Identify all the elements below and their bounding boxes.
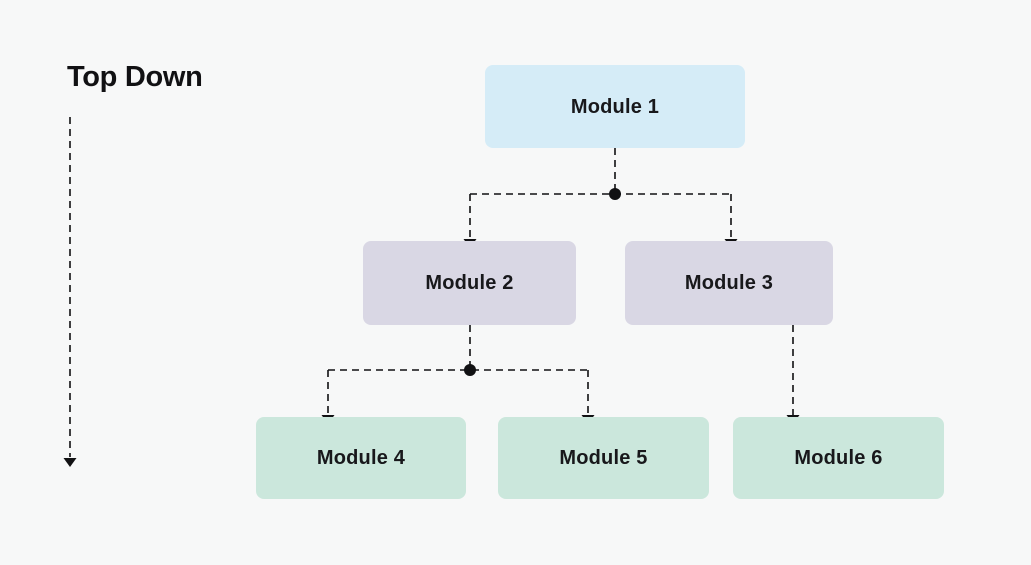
node-label-module-5: Module 5 (559, 447, 648, 469)
node-label-module-6: Module 6 (794, 447, 883, 469)
node-module-3[interactable]: Module 3 (625, 241, 833, 325)
junction-dot-junction-2 (464, 364, 476, 376)
node-module-4[interactable]: Module 4 (256, 417, 466, 499)
node-module-2[interactable]: Module 2 (363, 241, 576, 325)
node-label-module-3: Module 3 (684, 272, 774, 294)
node-module-1[interactable]: Module 1 (485, 65, 745, 148)
node-module-5[interactable]: Module 5 (498, 417, 709, 499)
node-module-6[interactable]: Module 6 (733, 417, 944, 499)
top-down-label: Top Down (67, 61, 203, 93)
node-label-module-4: Module 4 (316, 447, 406, 469)
node-label-module-1: Module 1 (570, 95, 660, 118)
junction-dot-junction-1 (609, 188, 621, 200)
node-label-module-2: Module 2 (425, 272, 514, 294)
top-down-direction-arrow-head (63, 458, 77, 467)
